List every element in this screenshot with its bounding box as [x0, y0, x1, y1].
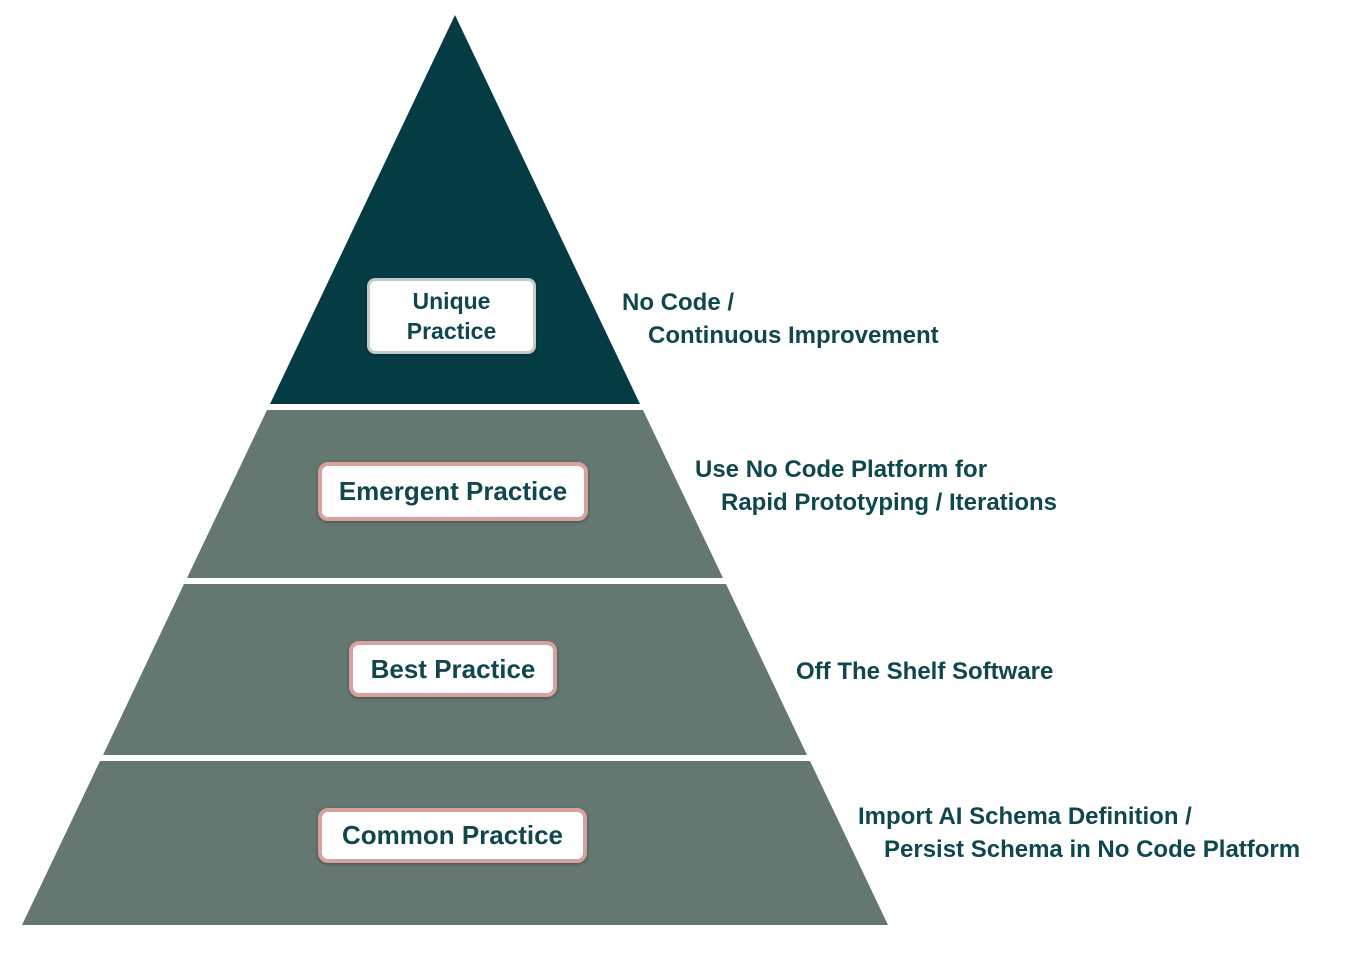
emergent-practice-label: Emergent Practice — [338, 476, 568, 506]
emergent-practice-annotation: Use No Code Platform for Rapid Prototypi… — [695, 453, 1057, 519]
tier-shape-unique-practice — [270, 15, 640, 404]
common-practice-annotation: Import AI Schema Definition / Persist Sc… — [858, 800, 1300, 866]
common-practice-label: Common Practice — [341, 820, 564, 850]
unique-practice-box: Unique Practice — [367, 278, 536, 354]
unique-practice-label: Unique Practice — [406, 288, 497, 344]
best-practice-annotation: Off The Shelf Software — [796, 655, 1053, 688]
unique-practice-annotation: No Code / Continuous Improvement — [622, 286, 939, 352]
annotation-line-2: Persist Schema in No Code Platform — [884, 836, 1301, 863]
annotation-line-1: Off The Shelf Software — [796, 658, 1054, 685]
annotation-line-1: No Code / — [622, 289, 734, 316]
common-practice-box: Common Practice — [318, 808, 587, 863]
emergent-practice-box: Emergent Practice — [318, 462, 588, 521]
annotation-line-2: Continuous Improvement — [648, 322, 939, 349]
best-practice-box: Best Practice — [349, 641, 557, 697]
annotation-line-1: Import AI Schema Definition / — [858, 803, 1192, 830]
annotation-line-1: Use No Code Platform for — [695, 456, 988, 483]
best-practice-label: Best Practice — [370, 653, 536, 684]
annotation-line-2: Rapid Prototyping / Iterations — [721, 489, 1058, 516]
